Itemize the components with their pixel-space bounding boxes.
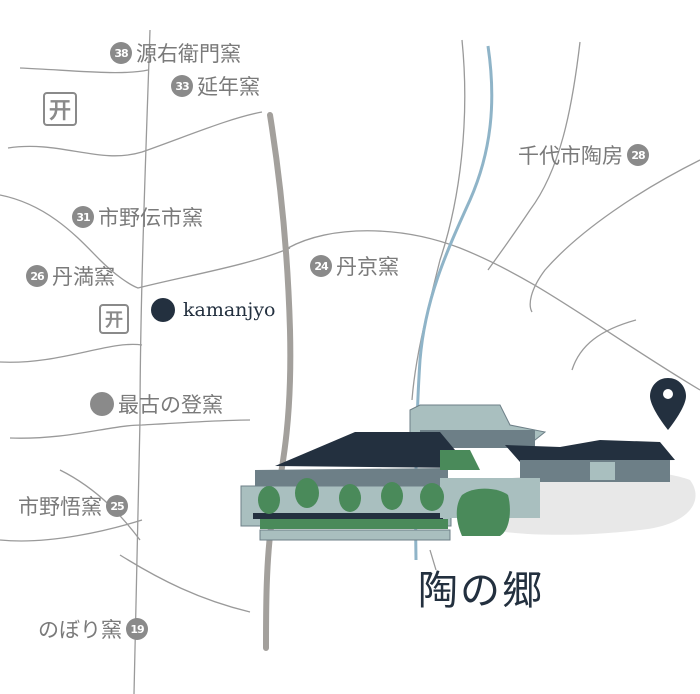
- road: [429, 549, 437, 571]
- road: [529, 159, 700, 313]
- road: [9, 419, 251, 439]
- road: [571, 319, 637, 371]
- road: [7, 111, 263, 157]
- main-road: [263, 112, 294, 651]
- shrine-icon: 开: [43, 92, 77, 126]
- road: [0, 194, 291, 289]
- road: [411, 39, 466, 401]
- current-location-dot-icon: [151, 298, 175, 322]
- destination-pin-icon[interactable]: [650, 378, 686, 430]
- road: [287, 230, 700, 391]
- oldest-kiln-label[interactable]: 最古の登窯: [90, 389, 223, 419]
- road: [487, 41, 581, 271]
- road: [19, 67, 149, 74]
- shrine-icon: 开: [99, 304, 129, 334]
- road: [119, 554, 251, 613]
- current-location[interactable]: kamanjyo: [151, 298, 276, 322]
- oldest-kiln-marker-icon: [90, 392, 114, 416]
- destination-title: 陶の郷: [418, 568, 544, 614]
- road: [0, 343, 143, 363]
- tounosato-building: [240, 404, 696, 541]
- road: [0, 519, 143, 542]
- road: [133, 29, 151, 694]
